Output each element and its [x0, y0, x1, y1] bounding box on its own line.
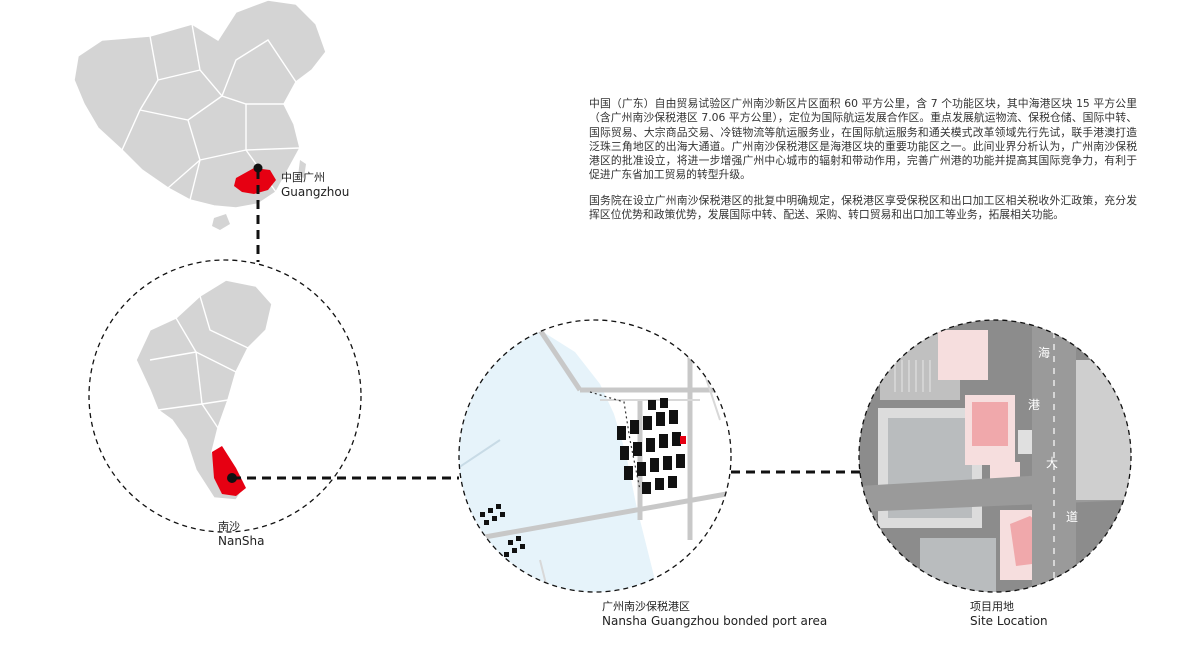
- road-char-3: 大: [1046, 456, 1059, 470]
- guangzhou-label: 中国广州 Guangzhou: [281, 171, 349, 199]
- port-label: 广州南沙保税港区 Nansha Guangzhou bonded port ar…: [602, 600, 827, 628]
- description-block: 中国（广东）自由贸易试验区广州南沙新区片区面积 60 平方公里，含 7 个功能区…: [589, 97, 1137, 233]
- description-paragraph-2: 国务院在设立广州南沙保税港区的批复中明确规定，保税港区享受保税区和出口加工区相关…: [589, 193, 1137, 222]
- site-label: 项目用地 Site Location: [970, 600, 1048, 628]
- nansha-label-en: NanSha: [218, 534, 265, 548]
- port-label-cn: 广州南沙保税港区: [602, 600, 690, 613]
- road-char-2: 港: [1028, 398, 1041, 412]
- site-circle: [858, 319, 1132, 593]
- guangzhou-label-cn: 中国广州: [281, 171, 325, 184]
- site-label-en: Site Location: [970, 614, 1048, 628]
- nansha-label: 南沙 NanSha: [218, 520, 265, 548]
- port-circle: [458, 319, 732, 593]
- nansha-label-cn: 南沙: [218, 520, 240, 533]
- china-map: [73, 0, 327, 230]
- guangzhou-marker: [253, 163, 263, 173]
- description-paragraph-1: 中国（广东）自由贸易试验区广州南沙新区片区面积 60 平方公里，含 7 个功能区…: [589, 97, 1137, 182]
- road-char-4: 道: [1066, 510, 1079, 524]
- nansha-marker: [227, 473, 237, 483]
- site-label-cn: 项目用地: [970, 600, 1014, 613]
- nansha-circle: [88, 259, 362, 533]
- road-char-1: 海: [1038, 346, 1051, 360]
- port-label-en: Nansha Guangzhou bonded port area: [602, 614, 828, 628]
- guangzhou-label-en: Guangzhou: [281, 185, 350, 199]
